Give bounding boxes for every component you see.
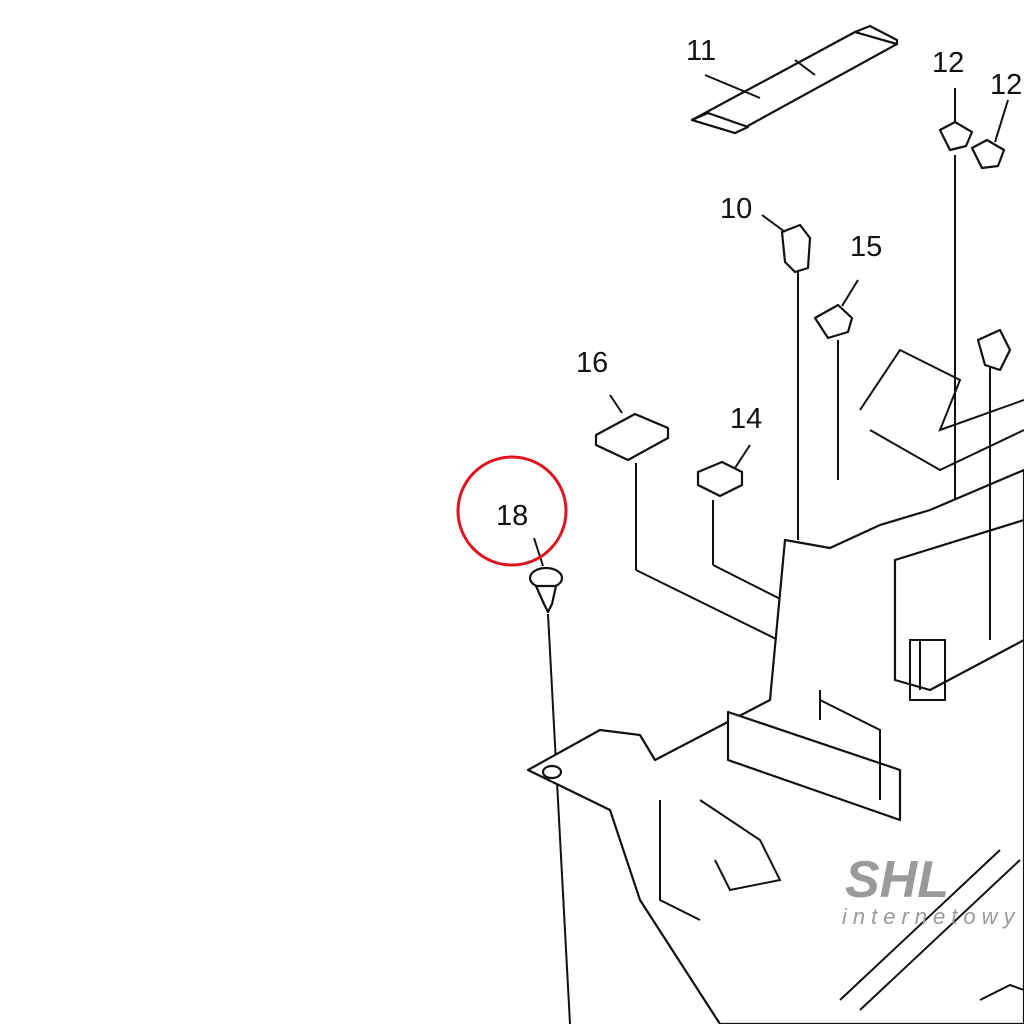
part-10-bracket[interactable] [761, 214, 812, 540]
callout-10: 10 [720, 193, 752, 225]
callout-18: 18 [496, 500, 528, 532]
callout-11: 11 [686, 35, 716, 67]
battery-box [526, 328, 1024, 1024]
callout-14: 14 [730, 403, 762, 435]
part-18-rivet[interactable] [528, 537, 571, 1024]
callout-12a: 12 [932, 47, 964, 79]
callout-labels: 11 12 12 10 15 16 14 18 [496, 35, 1022, 532]
highlight-circle [456, 455, 568, 567]
part-15-clip[interactable] [813, 279, 859, 480]
watermark: SHL internetowy [842, 851, 1021, 929]
callout-12b: 12 [990, 69, 1022, 101]
callout-15: 15 [850, 231, 882, 263]
watermark-tagline: internetowy [842, 904, 1021, 929]
callout-16: 16 [576, 347, 608, 379]
watermark-brand: SHL [845, 851, 949, 909]
part-11-strap[interactable] [690, 24, 899, 135]
